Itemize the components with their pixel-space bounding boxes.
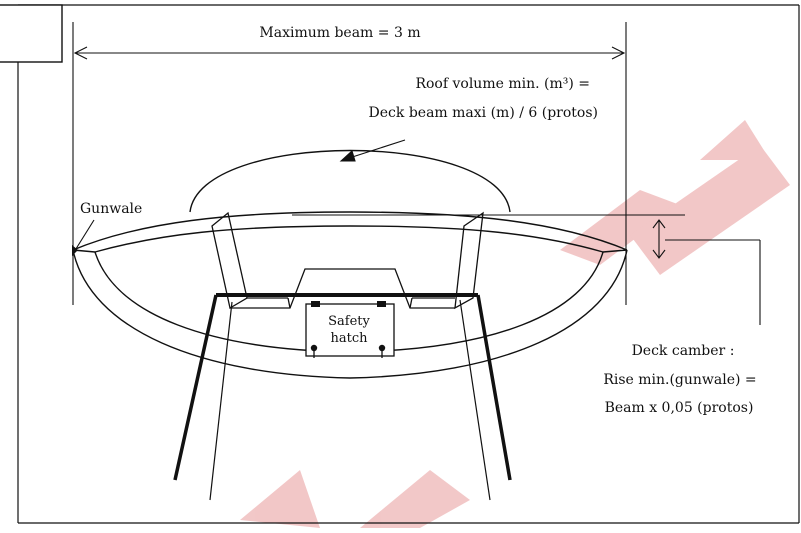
roof-dome [189, 149, 511, 213]
deck-camber-label-line1: Deck camber : [632, 343, 735, 359]
max-beam-label: Maximum beam = 3 m [259, 25, 420, 41]
deck-camber-label-line2: Rise min.(gunwale) = [603, 372, 756, 388]
outer-frame [17, 4, 800, 524]
cockpit [211, 211, 484, 310]
roof-volume-label-line1: Roof volume min. (m³) = [415, 76, 590, 92]
corner-box [0, 4, 63, 63]
roof-volume-label-line2: Deck beam maxi (m) / 6 (protos) [369, 105, 598, 121]
gunwale-marker [72, 245, 78, 256]
gunwale-label: Gunwale [80, 201, 142, 217]
safety-hatch [305, 301, 395, 358]
safety-hatch-label-line1: Safety [328, 314, 370, 329]
safety-hatch-label-line2: hatch [330, 331, 368, 346]
support-legs [173, 293, 512, 501]
gunwale-pointer [73, 219, 95, 253]
watermark [240, 120, 790, 528]
roof-volume-arrow [339, 139, 406, 162]
deck-camber-label-line3: Beam x 0,05 (protos) [605, 400, 754, 416]
deck-camber-dimension [652, 219, 761, 325]
max-beam-dimension [72, 22, 627, 305]
